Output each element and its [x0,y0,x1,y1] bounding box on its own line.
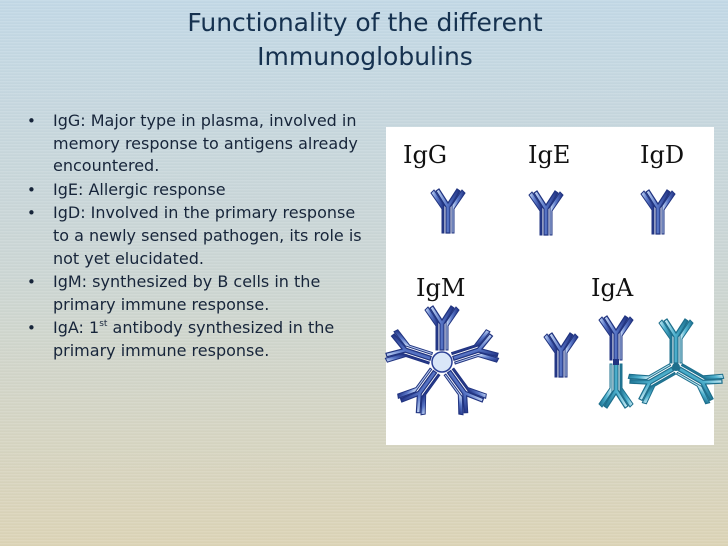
ige-antibody-icon [528,190,564,236]
bullet-iga: IgA: 1st antibody synthesized in the pri… [26,317,376,362]
bullet-igd: IgD: Involved in the primary response to… [26,202,376,270]
immunoglobulin-figure: IgG IgE IgD IgM IgA [382,127,727,445]
igd-antibody-icon [640,189,676,235]
slide-title-line-2: Immunoglobulins [257,42,473,71]
iga-dimer-icon [598,315,634,409]
igm-pentamer-icon [382,305,502,418]
bullet-igm: IgM: synthesized by B cells in the prima… [26,271,376,316]
label-igd: IgD [640,141,685,169]
label-ige: IgE [528,141,571,169]
bullet-iga-text-1: IgA: 1 [53,318,100,338]
label-igm: IgM [416,274,466,302]
bullet-igg: IgG: Major type in plasma, involved in m… [26,110,376,178]
iga-secretory-icon [625,318,727,407]
iga-monomer-icon [543,332,579,378]
bullet-iga-text-2: antibody synthesized in the primary immu… [53,318,335,360]
slide-title: Functionality of the different Immunoglo… [100,6,630,74]
slide-title-line-1: Functionality of the different [187,8,543,37]
label-iga: IgA [591,274,634,302]
bullet-list: IgG: Major type in plasma, involved in m… [26,110,376,364]
label-igg: IgG [403,141,448,169]
bullet-iga-superscript: st [99,319,108,330]
bullet-ige: IgE: Allergic response [26,179,376,202]
igg-antibody-icon [430,188,466,234]
